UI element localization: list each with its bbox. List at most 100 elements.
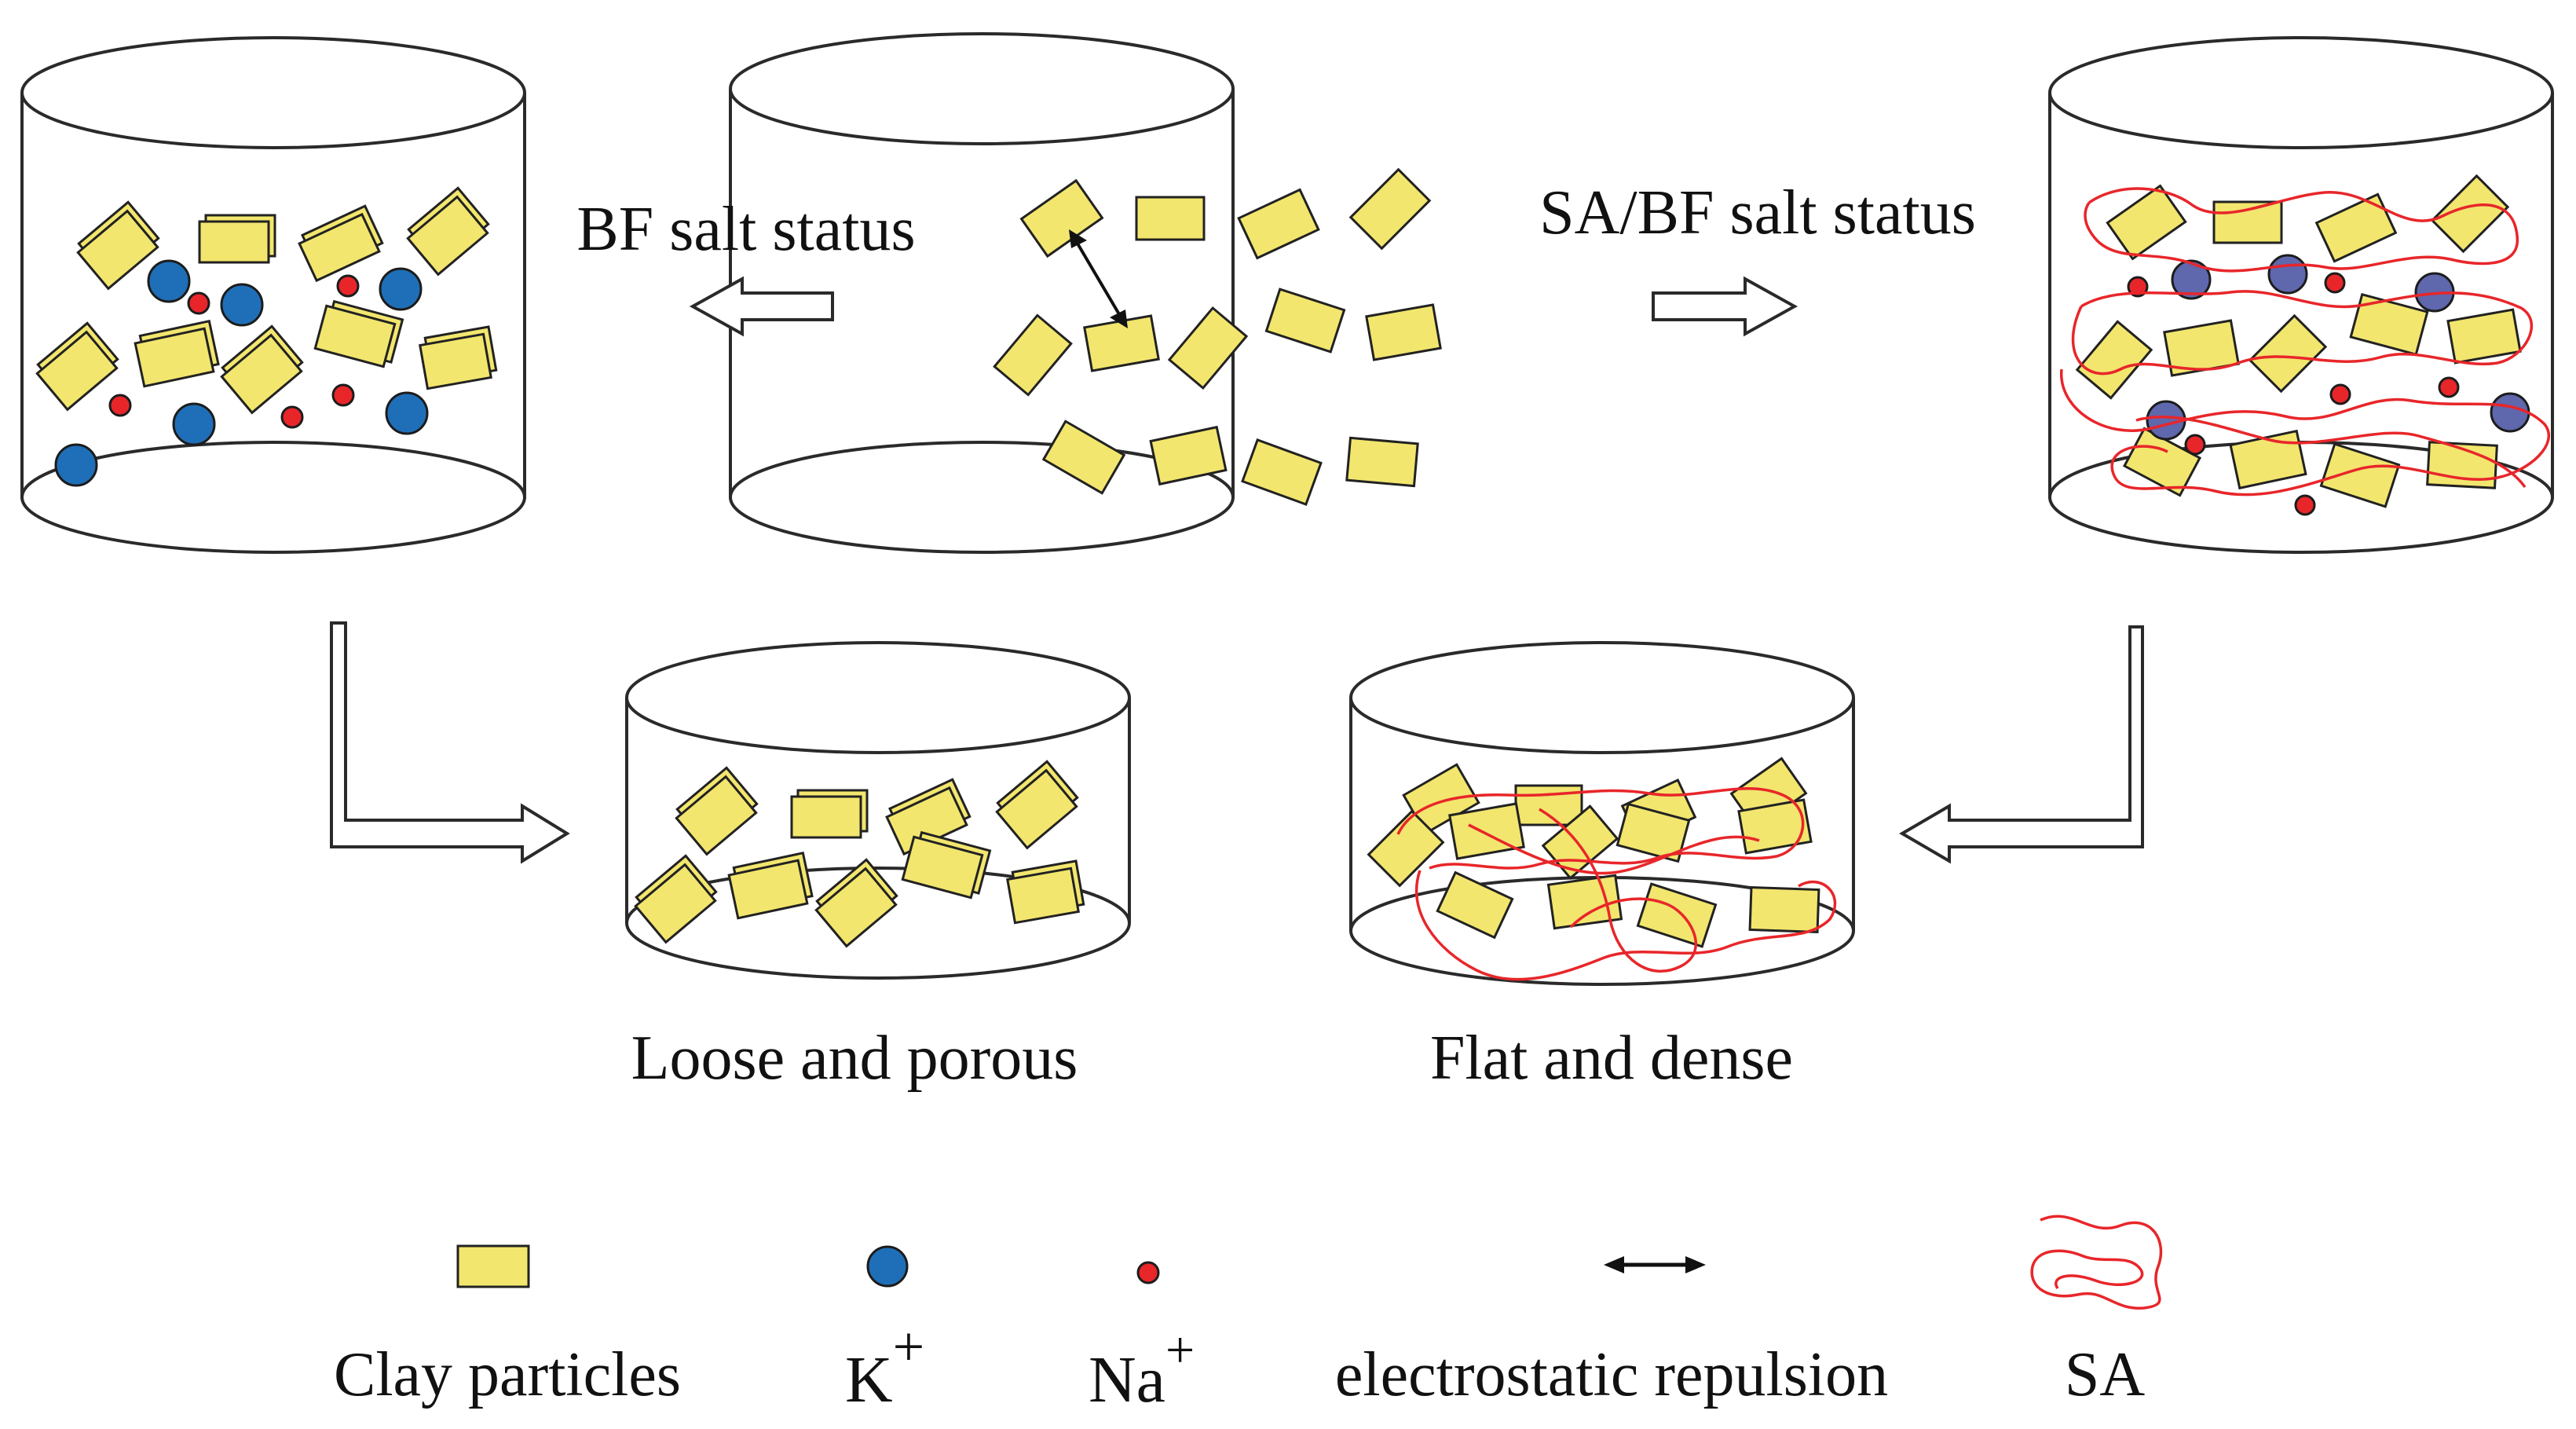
clay-particle — [2212, 200, 2283, 244]
clay-particle — [790, 789, 869, 839]
sa-polymer-chain — [1468, 823, 1760, 875]
sa-polymer-chain — [1539, 808, 1698, 973]
clay-particle — [298, 204, 384, 283]
sa-polymer-chain — [2071, 290, 2534, 376]
process-arrows — [330, 276, 2144, 864]
clay-particle — [2248, 313, 2328, 394]
na-ion — [187, 291, 210, 315]
clay-particle — [220, 324, 304, 415]
sa-polymer-chain — [1414, 870, 1837, 981]
clay-particle — [1019, 178, 1104, 258]
clay-particle — [1006, 859, 1085, 925]
clay-particle — [1348, 167, 1432, 251]
arrow-to-sabf-salt — [1652, 276, 1798, 337]
clay-particle — [1365, 303, 1442, 361]
clay-particle — [2314, 192, 2398, 263]
na-ion — [2324, 272, 2346, 294]
container-bf-salt — [20, 36, 526, 554]
clay-particle — [2446, 308, 2522, 365]
clay-particle — [1135, 196, 1206, 241]
sa-polymer-chain — [1396, 786, 1805, 870]
clay-particle — [1149, 425, 1228, 486]
clay-particle — [995, 760, 1079, 850]
legend-na-charge: + — [1165, 1321, 1195, 1379]
clay-particle — [2075, 320, 2153, 400]
k-ion — [2490, 392, 2530, 433]
k-ion — [2171, 259, 2212, 300]
na-ion — [280, 405, 304, 429]
k-ion — [385, 391, 429, 435]
k-ion — [220, 283, 264, 327]
particle-layer — [35, 167, 2551, 981]
clay-particle — [885, 778, 971, 856]
clay-particle — [1264, 288, 1346, 354]
clay-particle — [2349, 292, 2429, 357]
clay-particle — [675, 766, 759, 856]
clay-particle — [313, 299, 404, 368]
clay-particle — [2319, 442, 2401, 508]
clay-particle — [134, 319, 220, 388]
clay-particle — [993, 313, 1073, 397]
clay-particle — [1241, 438, 1323, 506]
legend-clay-swatch — [456, 1244, 530, 1288]
clay-particle — [76, 200, 160, 291]
na-ion — [2294, 494, 2316, 516]
clay-particle — [1636, 882, 1718, 948]
clay-particle — [419, 325, 498, 390]
bf-salt-status-label: BF salt status — [576, 195, 915, 264]
clay-particle — [1615, 802, 1691, 863]
repulsion-indicator — [1069, 229, 1128, 328]
legend-k-charge: + — [893, 1315, 925, 1378]
clay-particle — [814, 858, 898, 948]
clay-particle — [1367, 809, 1445, 888]
clay-particle — [1514, 784, 1583, 826]
na-ion — [2438, 376, 2460, 398]
clay-particle — [901, 830, 992, 900]
clay-particle — [406, 186, 490, 277]
arrow-to-bf-salt — [689, 276, 834, 337]
na-ion — [2329, 383, 2351, 405]
na-ion — [2184, 434, 2206, 456]
legend-k-symbol: K — [845, 1343, 893, 1416]
sa-polymer-chain — [2135, 415, 2527, 489]
clay-particle — [1448, 802, 1525, 860]
k-ion — [147, 259, 191, 303]
container-loose-result — [625, 641, 1131, 980]
na-ion — [2127, 276, 2149, 298]
clay-particle — [2106, 184, 2187, 261]
k-ion — [379, 267, 423, 311]
legend-na-label: Na+ — [1089, 1321, 1195, 1416]
legend-na-symbol: Na — [1089, 1343, 1165, 1416]
sa-polymer-chain — [2084, 187, 2519, 273]
arrow-to-loose-result — [330, 621, 570, 864]
clay-particle — [2430, 174, 2510, 254]
clay-particle — [1041, 420, 1126, 495]
sa-polymer-chain — [2060, 368, 2551, 496]
legend-sa-swatch — [2030, 1215, 2163, 1310]
clay-particle — [1345, 436, 1419, 488]
na-ion — [331, 383, 355, 407]
clay-particle — [1167, 306, 1249, 390]
clay-particle — [634, 854, 718, 944]
legend-k-label: K+ — [845, 1315, 924, 1416]
na-ion — [108, 394, 132, 417]
k-ion — [172, 402, 216, 446]
legend: Clay particles K+ Na+ electrostatic repu… — [334, 1215, 2163, 1416]
k-ion — [54, 443, 98, 487]
clay-particle — [727, 851, 814, 920]
arrow-to-dense-result — [1899, 625, 2144, 864]
legend-k-ion-swatch — [866, 1245, 909, 1288]
clay-particle — [1436, 870, 1514, 940]
legend-repulsion-label: electrostatic repulsion — [1335, 1340, 1888, 1409]
sabf-salt-status-label: SA/BF salt status — [1539, 178, 1976, 247]
na-ion — [336, 274, 360, 298]
clay-particle — [1748, 885, 1820, 934]
clay-particle — [35, 321, 119, 412]
k-ion — [2267, 254, 2308, 295]
flat-dense-label: Flat and dense — [1430, 1024, 1793, 1093]
loose-porous-label: Loose and porous — [631, 1024, 1078, 1093]
legend-na-ion-swatch — [1136, 1261, 1160, 1284]
legend-sa-label: SA — [2065, 1340, 2145, 1409]
legend-clay-label: Clay particles — [334, 1340, 681, 1409]
